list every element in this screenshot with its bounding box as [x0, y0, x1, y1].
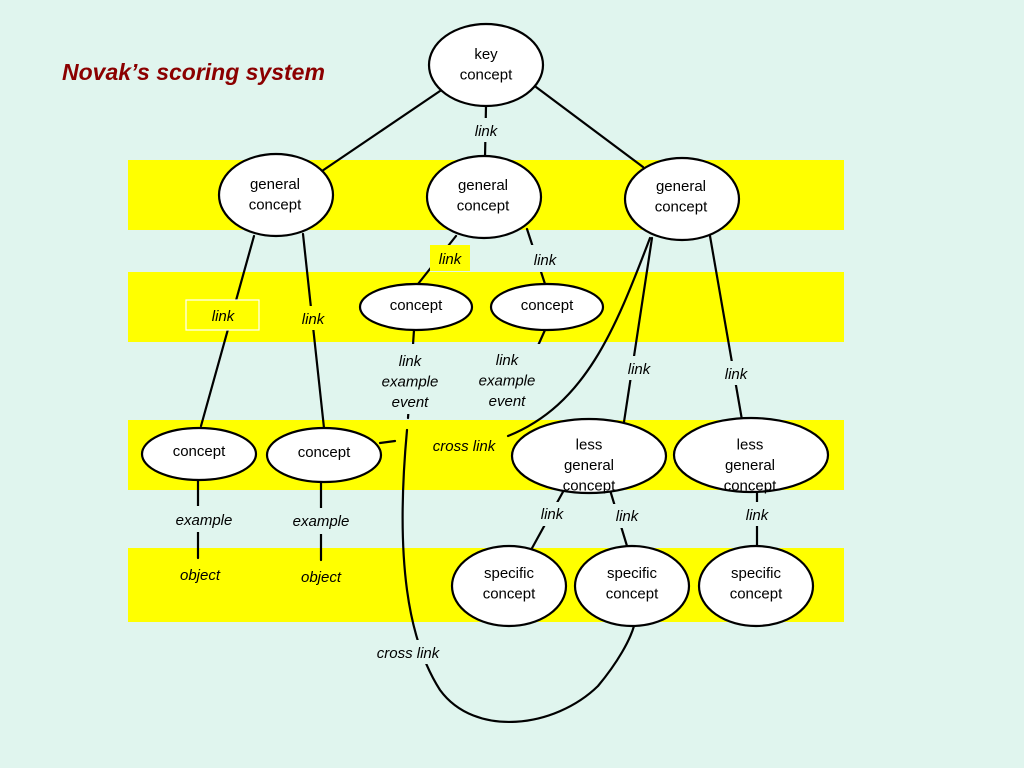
node-less-general-concept-b-shape — [672, 416, 830, 494]
label-link-less-general-b: link — [746, 507, 770, 524]
node-concept-mid-b-shape — [489, 282, 605, 332]
node-specific-concept-a-shape — [450, 544, 568, 628]
node-concept-mid-a-shape — [358, 282, 474, 332]
node-concept-left-b-label: concept — [298, 444, 351, 461]
node-concept-left-a: concept — [140, 426, 258, 482]
bg-link-lg-a-left — [536, 502, 568, 526]
bg-cross-link-bottom — [368, 640, 448, 664]
node-key-concept-shape — [427, 22, 545, 108]
label-example-a: example — [176, 512, 233, 529]
bg-link-gr-right — [719, 361, 753, 385]
label-example-b: example — [293, 513, 350, 530]
node-concept-mid-a-label: concept — [390, 297, 443, 314]
node-specific-concept-b-shape — [573, 544, 691, 628]
label-object-a: object — [180, 567, 221, 584]
label-link-general-right-right: link — [725, 366, 749, 383]
node-concept-left-b: concept — [265, 426, 383, 484]
edge-key-general-right — [534, 85, 645, 169]
node-concept-left-a-label: concept — [173, 443, 226, 460]
label-link-left-b: link — [302, 311, 326, 328]
node-specific-concept-c-shape — [697, 544, 815, 628]
label-link-left-a: link — [212, 308, 236, 325]
node-general-concept-mid-shape — [425, 154, 543, 240]
bg-example-b — [286, 508, 356, 534]
edge-cross-link-top — [506, 236, 652, 438]
bg-link-lg-a-right — [611, 504, 643, 528]
bg-link-left-b — [296, 306, 330, 330]
bg-link-event-a — [374, 344, 446, 414]
node-general-concept-right-shape — [623, 156, 741, 242]
node-concept-mid-b-label: concept — [521, 297, 574, 314]
label-link-general-mid-a: link — [439, 251, 463, 268]
node-general-concept-left-shape — [217, 152, 335, 238]
edge-key-general-left — [320, 89, 442, 173]
node-concept-left-a-shape — [140, 426, 258, 482]
edge-cross-link-bottom — [401, 428, 636, 724]
bg-link-gr-mid — [622, 356, 656, 380]
edge-concept-left-b-stub — [378, 439, 397, 445]
node-less-general-concept-a-shape — [510, 417, 668, 495]
edge-general-left-concept-left-a — [199, 234, 256, 428]
label-link-general-mid-b: link — [534, 252, 558, 269]
bg-link-gm-a — [430, 245, 470, 271]
label-link-general-right-mid: link — [628, 361, 652, 378]
node-concept-left-b-shape — [265, 426, 383, 484]
label-link-less-general-a-right: link — [616, 508, 640, 525]
label-backgrounds — [170, 118, 773, 664]
node-concept-mid-b: concept — [489, 282, 605, 332]
label-link-key-mid: link — [475, 123, 499, 140]
label-cross-link-top: cross link — [433, 438, 497, 455]
page-title: Novak’s scoring system — [62, 59, 325, 85]
bg-link-event-b — [472, 344, 542, 414]
node-concept-mid-a: concept — [358, 282, 474, 332]
label-cross-link-bottom: cross link — [377, 645, 441, 662]
bg-example-a — [170, 506, 238, 532]
bg-link-left-a — [185, 299, 260, 331]
edge-general-left-concept-left-b — [301, 232, 326, 430]
edge-general-right-less-general-b — [708, 234, 744, 422]
bg-link-key-mid — [466, 118, 506, 142]
label-object-b: object — [301, 569, 342, 586]
label-link-less-general-a-left: link — [541, 506, 565, 523]
bg-link-lg-b — [741, 502, 773, 526]
bg-link-gm-b — [508, 245, 580, 272]
edge-general-right-less-general-a — [622, 236, 654, 424]
